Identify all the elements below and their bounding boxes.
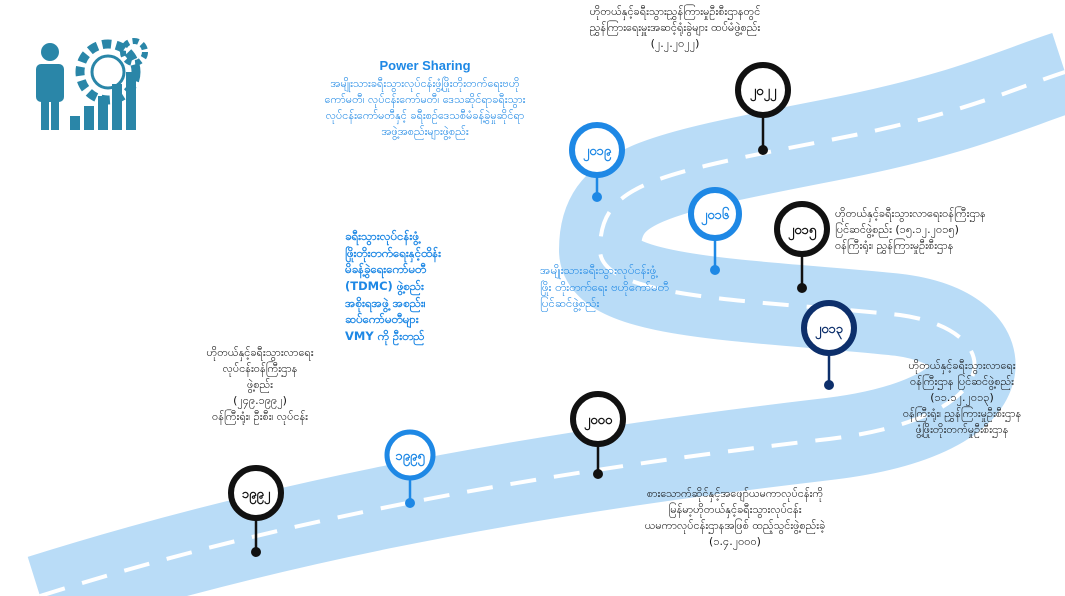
- caption-2015: ဟိုတယ်နှင့်ခရီးသွားလာရေးဝန်ကြီးဌာန ပြင်ဆ…: [835, 207, 986, 252]
- caption-1992: ဟိုတယ်နှင့်ခရီးသွားလာရေး လုပ်ငန်းဝန်ကြီး…: [206, 346, 314, 423]
- milestone-pin-1992: ၁၉၉၂: [228, 465, 284, 557]
- caption-1995: ခရီးသွားလုပ်ငန်းဖွံ့ ဖြိုးတိုးတက်ရေးနှင့…: [345, 229, 442, 344]
- year-label-2000: ၂၀၀၀: [584, 413, 613, 431]
- road: [27, 33, 1065, 596]
- caption-2016: အမျိုးသားခရီးသွားလုပ်ငန်းဖွံ့ ဖြိုး တိုး…: [540, 263, 669, 311]
- milestone-pin-2016: ၂၀၁၆: [688, 187, 742, 275]
- milestone-pin-2019: ၂၀၁၉: [569, 122, 625, 202]
- year-label-2015: ၂၀၁၅: [788, 223, 817, 241]
- year-label-2019: ၂၀၁၉: [583, 144, 612, 162]
- caption-2022: ဟိုတယ်နှင့်ခရီးသွားညွှန်ကြားမှုဦးစီးဌာနတ…: [589, 5, 761, 50]
- milestone-pin-1995: ၁၉၉၅: [384, 429, 436, 508]
- year-label-2016: ၂၀၁၆: [701, 206, 730, 226]
- caption-2000: စားသောက်ဆိုင်နှင့်အဖျော်ယမကာလုပ်ငန်းကို …: [644, 487, 826, 548]
- milestone-pin-2022: ၂၀၂၂: [735, 62, 791, 155]
- road-center-dashes: [39, 70, 1065, 596]
- power-sharing-title: Power Sharing: [379, 58, 471, 73]
- caption-2013: ဟိုတယ်နှင့်ခရီးသွားလာရေး ဝန်ကြီးဌာန ပြင်…: [902, 359, 1022, 436]
- year-label-2013: ၂၀၁၃: [815, 322, 844, 340]
- person-gears-chart-icon: [36, 38, 148, 130]
- milestone-pin-2013: ၂၀၁၃: [801, 300, 857, 390]
- caption-2019: အမျိုးသားခရီးသွားလုပ်ငန်းဖွံ့ဖြိုးတိုးတက…: [324, 77, 526, 138]
- year-label-1992: ၁၉၉၂: [242, 487, 271, 505]
- year-label-2022: ၂၀၂၂: [750, 84, 777, 102]
- milestone-pin-2015: ၂၀၁၅: [774, 201, 830, 293]
- milestone-pin-2000: ၂၀၀၀: [570, 391, 626, 479]
- year-label-1995: ၁၉၉၅: [395, 449, 425, 467]
